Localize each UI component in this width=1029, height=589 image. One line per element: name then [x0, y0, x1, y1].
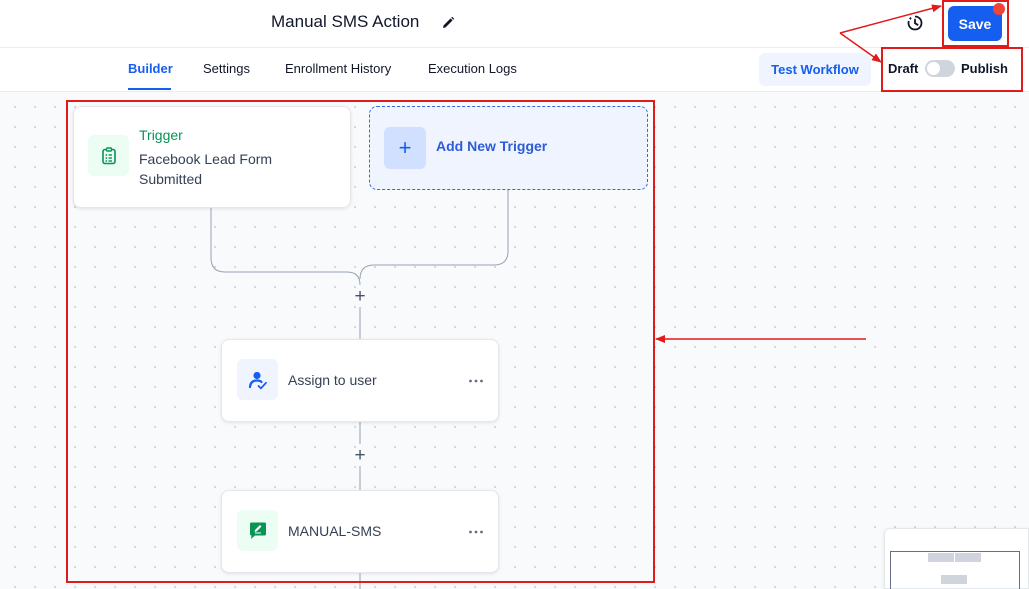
tab-execution-logs[interactable]: Execution Logs — [428, 61, 517, 76]
tab-builder[interactable]: Builder — [128, 61, 173, 76]
test-workflow-button[interactable]: Test Workflow — [759, 53, 871, 86]
canvas-minimap[interactable] — [884, 528, 1029, 589]
workflow-nav: Builder Settings Enrollment History Exec… — [0, 48, 1029, 92]
active-tab-indicator — [128, 88, 171, 90]
minimap-node — [928, 553, 954, 562]
minimap-node — [955, 553, 981, 562]
highlight-box-save — [942, 0, 1009, 47]
tab-enrollment-history[interactable]: Enrollment History — [285, 61, 391, 76]
tab-settings[interactable]: Settings — [203, 61, 250, 76]
history-clock-icon[interactable] — [905, 13, 925, 33]
highlight-box-canvas — [66, 100, 655, 583]
workflow-title: Manual SMS Action — [271, 12, 419, 32]
minimap-node — [941, 575, 967, 584]
pencil-edit-icon[interactable] — [440, 15, 456, 31]
highlight-box-publish — [881, 47, 1023, 92]
top-bar: Manual SMS Action Save — [0, 0, 1029, 48]
